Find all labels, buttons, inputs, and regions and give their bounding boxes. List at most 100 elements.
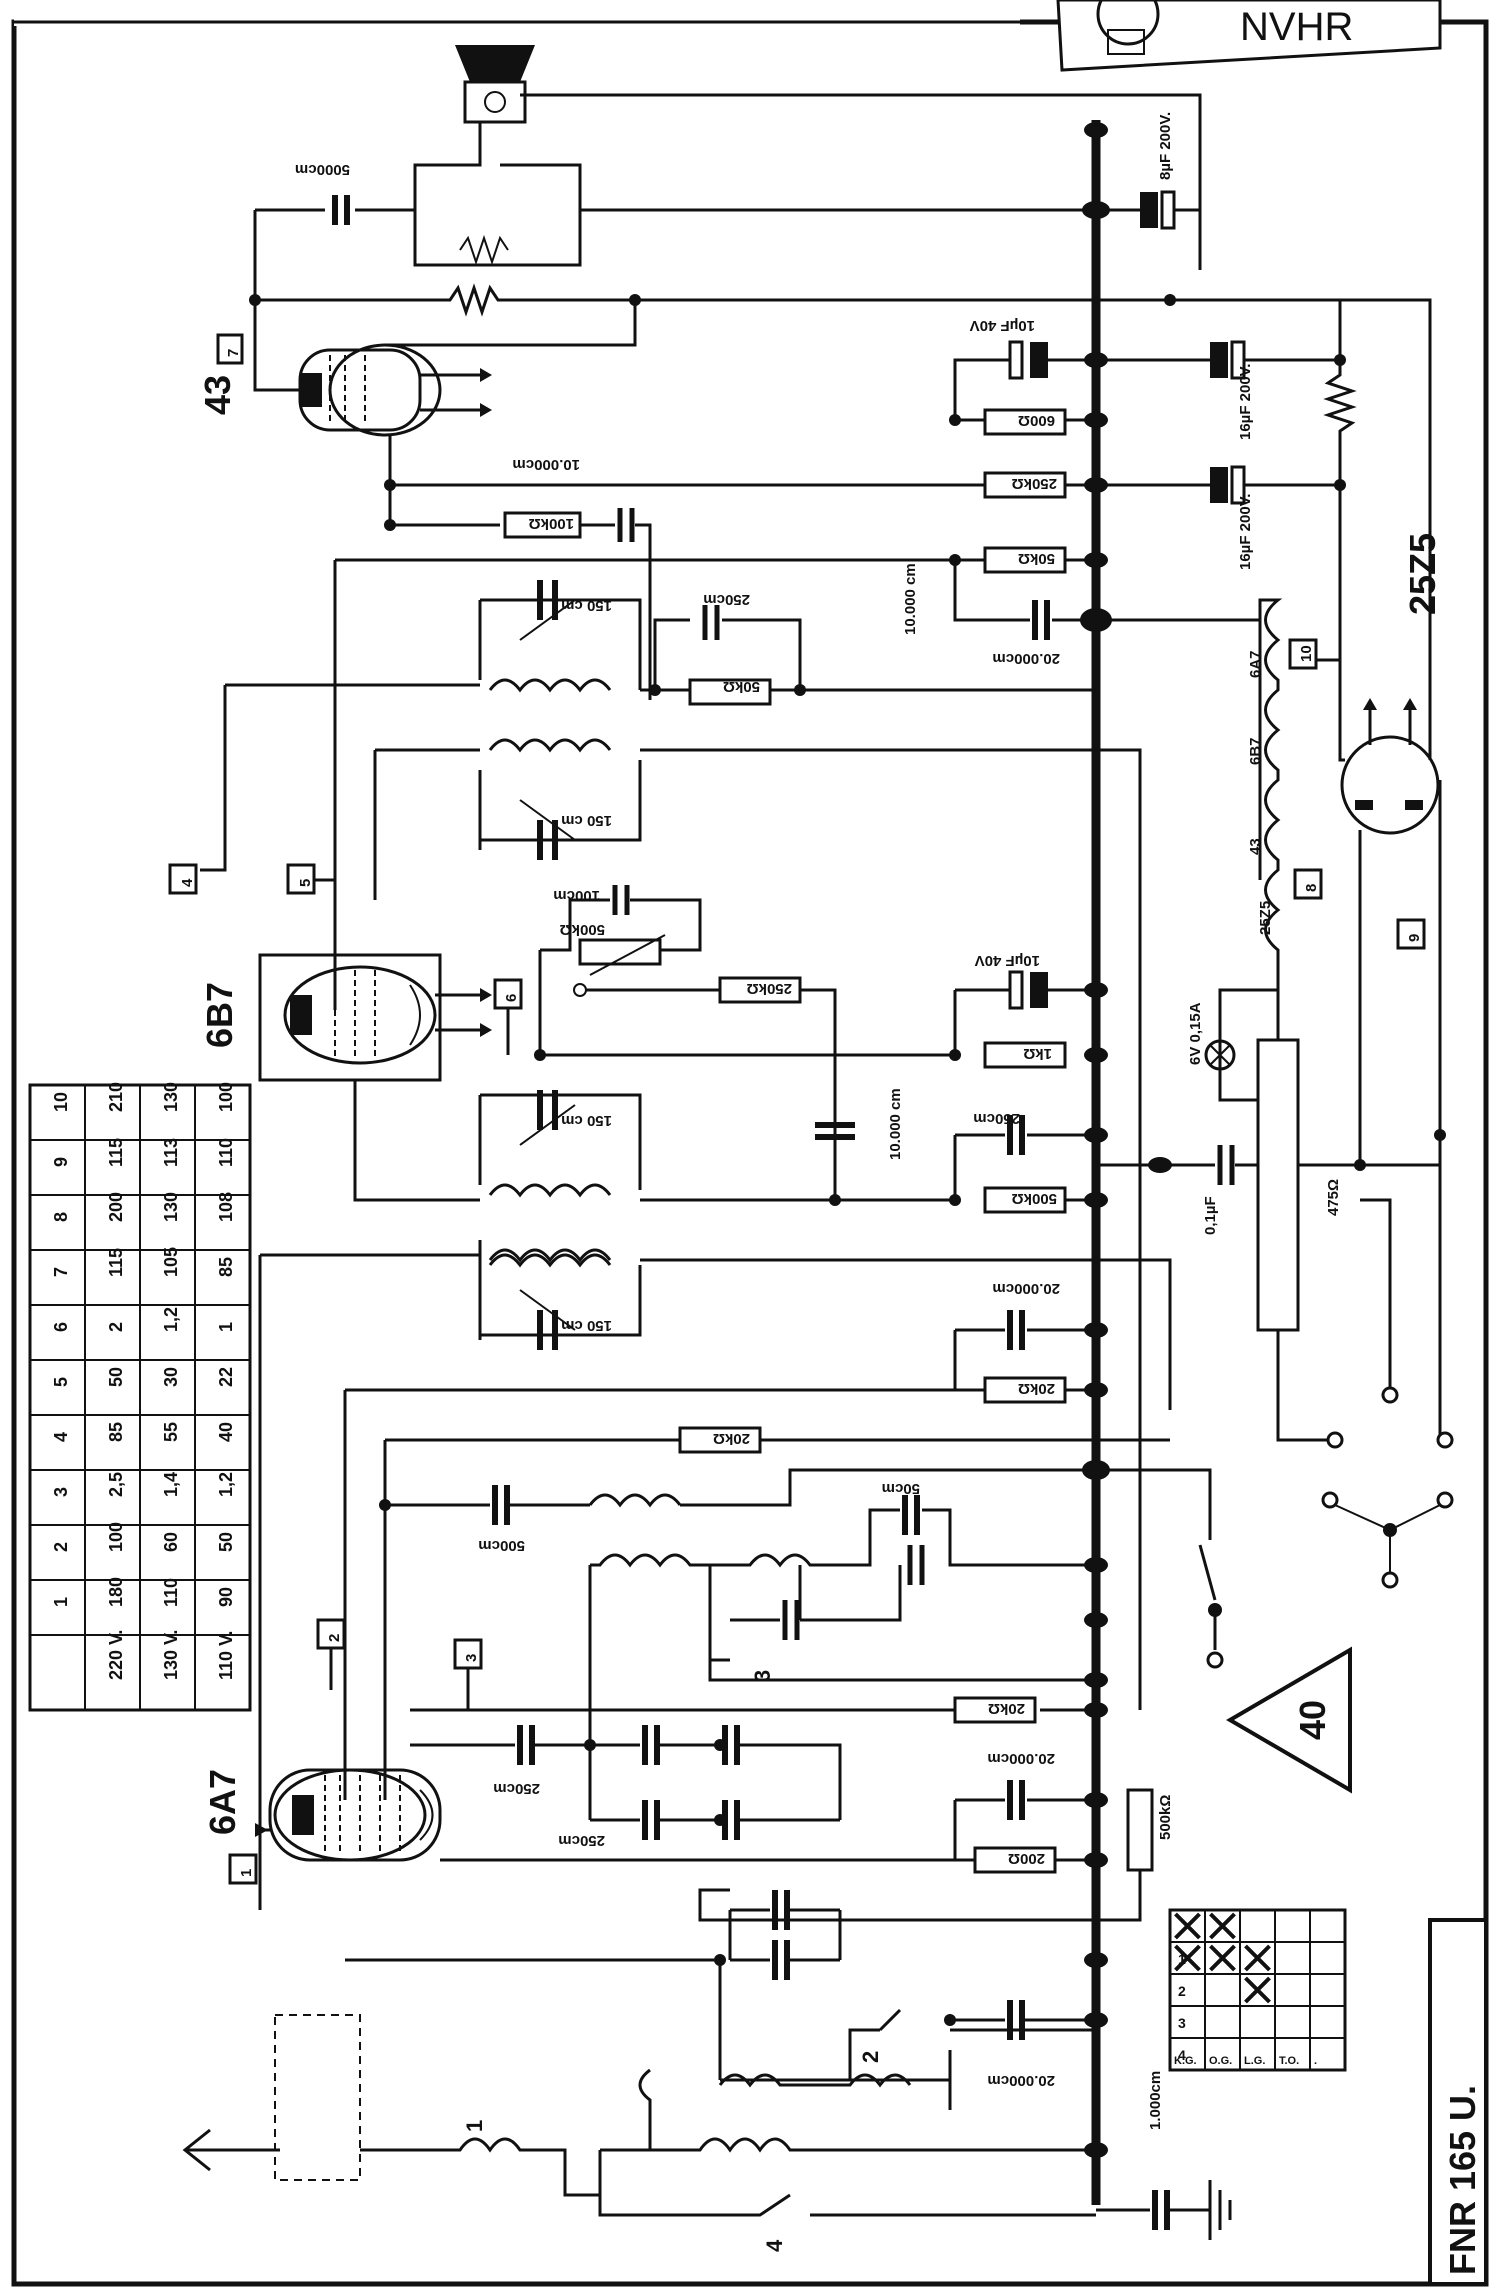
voltage-cell: 2 [51,1542,71,1552]
svg-text:8: 8 [1303,884,1320,892]
svg-text:10µF 40V: 10µF 40V [975,952,1040,969]
voltage-cell: 130 [161,1192,181,1222]
switch-row-label: K.G. [1174,2055,1197,2067]
svg-text:20kΩ: 20kΩ [1018,1380,1055,1397]
svg-text:43: 43 [197,375,238,415]
svg-text:250cm: 250cm [493,1780,540,1797]
svg-text:600Ω: 600Ω [1018,412,1055,429]
svg-text:200Ω: 200Ω [1008,1850,1045,1867]
svg-text:500kΩ: 500kΩ [1012,1190,1057,1207]
svg-text:50kΩ: 50kΩ [1018,550,1055,567]
switch-header: 1 [1178,1951,1186,1967]
voltage-row-label: 220 V. [106,1630,126,1680]
svg-text:8µF 200V.: 8µF 200V. [1157,112,1174,180]
svg-text:1: 1 [462,2120,487,2132]
voltage-cell: 1 [216,1322,236,1332]
voltage-cell: 22 [216,1367,236,1387]
voltage-cell: 40 [216,1422,236,1442]
svg-text:500cm: 500cm [478,1537,525,1554]
voltage-cell: 55 [161,1422,181,1442]
voltage-cell: 3 [51,1487,71,1497]
voltage-cell: 10 [51,1092,71,1112]
svg-text:1kΩ: 1kΩ [1023,1045,1052,1062]
voltage-cell: 60 [161,1532,181,1552]
voltage-row-label: 130 V. [161,1630,181,1680]
svg-text:6A7: 6A7 [202,1769,243,1835]
svg-text:250kΩ: 250kΩ [1012,475,1057,492]
svg-text:3: 3 [750,1670,775,1682]
svg-text:6V 0,15A: 6V 0,15A [1187,1002,1204,1065]
svg-text:6: 6 [503,994,520,1002]
svg-text:2: 2 [326,1634,343,1642]
svg-text:43: 43 [1247,838,1264,855]
voltage-selector [1321,1491,1454,1589]
switch-mark [1174,1912,1201,1940]
voltage-cell: 115 [106,1248,126,1277]
svg-text:5000cm: 5000cm [295,161,350,178]
voltage-cell: 110 [216,1138,236,1167]
voltage-cell: 100 [216,1082,236,1112]
earth-ground-icon [1208,2180,1232,2240]
svg-text:25Z5: 25Z5 [1402,533,1443,615]
svg-text:25Z5: 25Z5 [1257,901,1274,935]
switch-mark [1174,1944,1201,1972]
switch-mark [1209,1912,1236,1940]
voltage-cell: 180 [106,1577,126,1607]
svg-text:10.000cm: 10.000cm [512,456,580,473]
svg-text:FNR 165 U.: FNR 165 U. [1442,2085,1483,2275]
svg-text:1: 1 [238,1869,255,1877]
svg-text:50kΩ: 50kΩ [723,678,760,695]
voltage-cell: 130 [161,1082,181,1112]
speaker-icon [455,45,535,124]
switch-row-label: O.G. [1209,2055,1232,2067]
switch-row-label: T.O. [1279,2055,1299,2067]
switch-header: 4 [1178,2047,1186,2063]
tube-25z5 [1340,698,1440,835]
voltage-cell: 5 [51,1377,71,1387]
voltage-cell: 2,5 [106,1472,126,1497]
svg-text:20.000cm: 20.000cm [987,2072,1055,2089]
tube-6a7 [268,1768,442,1862]
svg-text:250cm: 250cm [973,1110,1020,1127]
voltage-cell: 85 [216,1257,236,1277]
tube-6b7 [258,953,492,1082]
voltage-cell: 85 [106,1422,126,1442]
svg-text:150 cm: 150 cm [561,1317,612,1334]
svg-text:6A7: 6A7 [1247,650,1264,678]
svg-text:NVHR: NVHR [1240,5,1353,49]
svg-text:4: 4 [762,2239,787,2252]
voltage-cell: 2 [106,1322,126,1332]
svg-text:5: 5 [297,879,314,887]
switch-mark [1244,1944,1271,1972]
voltage-cell: 4 [51,1432,71,1442]
dummy-antenna-box [274,2014,361,2181]
switch-row-label: . [1314,2055,1317,2067]
svg-text:150 cm: 150 cm [561,1112,612,1129]
voltage-row-label: 110 V. [216,1631,236,1680]
svg-text:250cm: 250cm [703,591,750,608]
voltage-cell: 90 [216,1587,236,1607]
svg-text:4: 4 [179,878,196,887]
svg-text:150 cm: 150 cm [561,597,612,614]
voltage-cell: 8 [51,1212,71,1222]
svg-text:250kΩ: 250kΩ [747,980,792,997]
nvhr-logo: NVHR [1056,0,1442,72]
warning-triangle-badge: 40 [1226,1646,1352,1794]
svg-text:0,1µF: 0,1µF [1202,1196,1219,1235]
svg-text:6B7: 6B7 [1247,737,1264,765]
switch-mark [1209,1944,1236,1972]
svg-text:10.000 cm: 10.000 cm [887,1088,904,1160]
svg-text:1.000cm: 1.000cm [1147,2071,1164,2130]
svg-text:250cm: 250cm [558,1832,605,1849]
voltage-cell: 110 [161,1578,181,1607]
svg-text:10.000 cm: 10.000 cm [902,563,919,635]
voltage-cell: 210 [106,1082,126,1112]
voltage-cell: 30 [161,1367,181,1387]
svg-text:500kΩ: 500kΩ [1157,1795,1174,1840]
voltage-cell: 7 [51,1267,71,1277]
svg-text:40: 40 [1292,1700,1333,1740]
switch-row-label: L.G. [1244,2055,1265,2067]
pilot-lamp-icon [1204,1039,1236,1071]
